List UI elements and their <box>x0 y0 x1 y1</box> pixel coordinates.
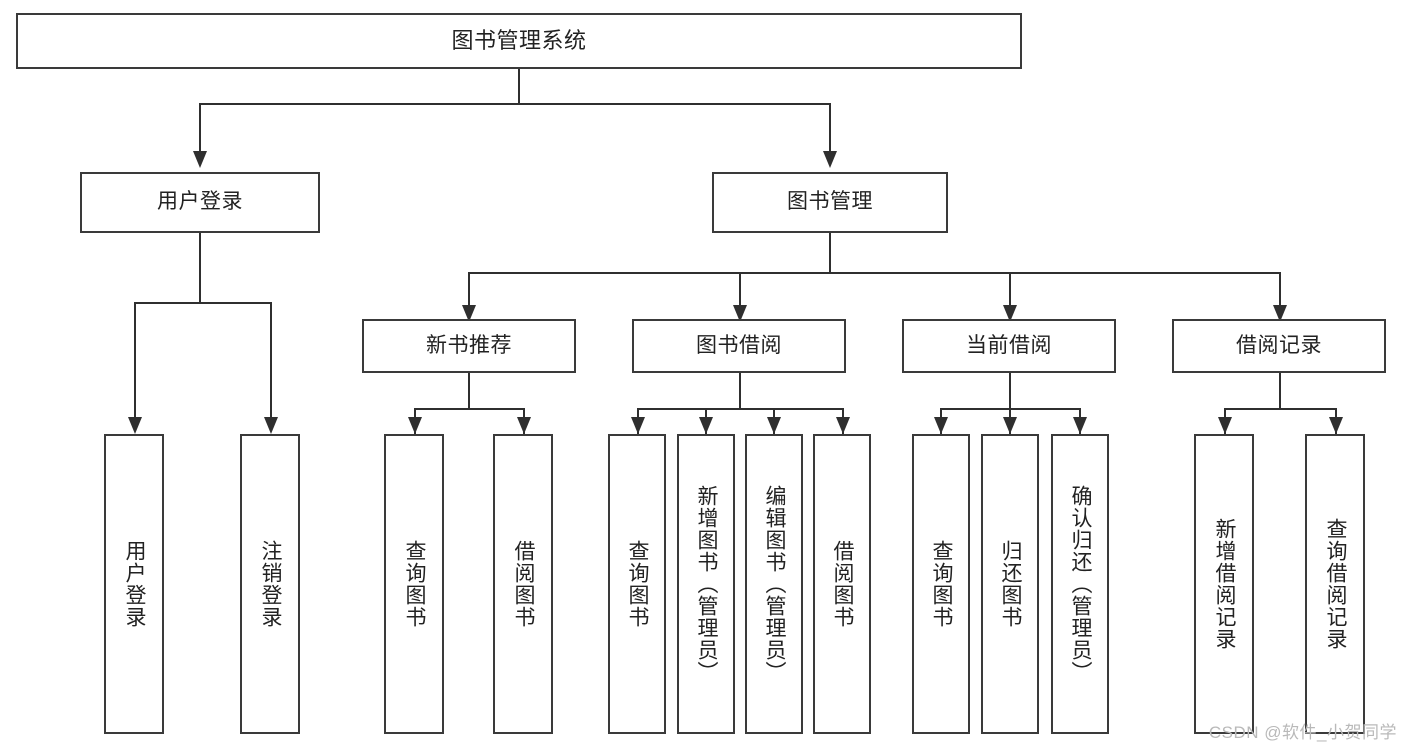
arrowhead-icon <box>1218 417 1232 434</box>
connector-user-login-bus <box>134 302 271 304</box>
connector-to-new-book <box>468 272 470 308</box>
connector-book-borrow-stem <box>739 373 741 408</box>
leaf-return-book[interactable]: 归还图书 <box>981 434 1039 734</box>
connector-root-stem <box>518 69 520 103</box>
connector-new-book-bus <box>414 408 524 410</box>
arrowhead-icon <box>408 417 422 434</box>
node-label: 借阅图书 <box>830 540 854 628</box>
connector-to-current-borrow <box>1009 272 1011 308</box>
arrowhead-icon <box>1073 417 1087 434</box>
node-root-system[interactable]: 图书管理系统 <box>16 13 1022 69</box>
node-label: 查询图书 <box>625 540 649 628</box>
connector-new-book-stem <box>468 373 470 408</box>
arrowhead-icon <box>823 151 837 168</box>
node-label: 图书借阅 <box>696 333 782 357</box>
node-label: 新书推荐 <box>426 333 512 357</box>
leaf-confirm-return-admin[interactable]: 确认归还（管理员） <box>1051 434 1109 734</box>
node-label: 注销登录 <box>258 540 282 628</box>
node-book-management[interactable]: 图书管理 <box>712 172 948 233</box>
leaf-add-book-admin[interactable]: 新增图书（管理员） <box>677 434 735 734</box>
arrowhead-icon <box>1273 305 1287 322</box>
connector-current-borrow-stem <box>1009 373 1011 408</box>
leaf-logout[interactable]: 注销登录 <box>240 434 300 734</box>
connector-borrow-record-stem <box>1279 373 1281 408</box>
node-label: 编辑图书（管理员） <box>762 485 786 683</box>
node-label: 查询图书 <box>929 540 953 628</box>
leaf-query-book-borrow[interactable]: 查询图书 <box>608 434 666 734</box>
node-label: 用户登录 <box>122 540 146 628</box>
node-label: 归还图书 <box>998 540 1022 628</box>
leaf-borrow-book[interactable]: 借阅图书 <box>813 434 871 734</box>
arrowhead-icon <box>264 417 278 434</box>
connector-borrow-record-bus <box>1224 408 1336 410</box>
node-label: 确认归还（管理员） <box>1068 485 1092 683</box>
node-borrow-record[interactable]: 借阅记录 <box>1172 319 1386 373</box>
arrowhead-icon <box>699 417 713 434</box>
arrowhead-icon <box>193 151 207 168</box>
connector-user-login-to-leaf-2 <box>270 302 272 417</box>
arrowhead-icon <box>767 417 781 434</box>
connector-user-login-to-leaf-1 <box>134 302 136 417</box>
leaf-add-borrow-record[interactable]: 新增借阅记录 <box>1194 434 1254 734</box>
node-label: 借阅图书 <box>511 540 535 628</box>
node-label: 查询借阅记录 <box>1323 518 1347 650</box>
arrowhead-icon <box>128 417 142 434</box>
connector-to-book-borrow <box>739 272 741 308</box>
leaf-edit-book-admin[interactable]: 编辑图书（管理员） <box>745 434 803 734</box>
connector-user-login-stem <box>199 233 201 302</box>
arrowhead-icon <box>934 417 948 434</box>
connector-root-bus <box>199 103 831 105</box>
node-label: 新增借阅记录 <box>1212 518 1236 650</box>
node-new-book-recommend[interactable]: 新书推荐 <box>362 319 576 373</box>
arrowhead-icon <box>631 417 645 434</box>
node-label: 用户登录 <box>157 190 243 214</box>
arrowhead-icon <box>517 417 531 434</box>
arrowhead-icon <box>836 417 850 434</box>
node-current-borrow[interactable]: 当前借阅 <box>902 319 1116 373</box>
leaf-borrow-book-recommend[interactable]: 借阅图书 <box>493 434 553 734</box>
arrowhead-icon <box>1003 417 1017 434</box>
leaf-query-book-current[interactable]: 查询图书 <box>912 434 970 734</box>
arrowhead-icon <box>733 305 747 322</box>
connector-root-to-user-login <box>199 103 201 151</box>
connector-to-borrow-record <box>1279 272 1281 308</box>
node-label: 查询图书 <box>402 540 426 628</box>
connector-book-manage-bus <box>468 272 1280 274</box>
node-label: 图书管理系统 <box>451 28 587 54</box>
arrowhead-icon <box>1329 417 1343 434</box>
connector-root-to-book-manage <box>829 103 831 151</box>
watermark-text: CSDN @软件_小贺同学 <box>1208 723 1397 742</box>
leaf-query-book-recommend[interactable]: 查询图书 <box>384 434 444 734</box>
leaf-query-borrow-record[interactable]: 查询借阅记录 <box>1305 434 1365 734</box>
node-label: 当前借阅 <box>966 333 1052 357</box>
node-label: 借阅记录 <box>1236 333 1322 357</box>
node-label: 图书管理 <box>787 190 873 214</box>
connector-book-borrow-bus <box>637 408 843 410</box>
node-user-login[interactable]: 用户登录 <box>80 172 320 233</box>
arrowhead-icon <box>462 305 476 322</box>
connector-book-manage-stem <box>829 233 831 272</box>
arrowhead-icon <box>1003 305 1017 322</box>
leaf-user-login[interactable]: 用户登录 <box>104 434 164 734</box>
node-book-borrow[interactable]: 图书借阅 <box>632 319 846 373</box>
node-label: 新增图书（管理员） <box>694 485 718 683</box>
